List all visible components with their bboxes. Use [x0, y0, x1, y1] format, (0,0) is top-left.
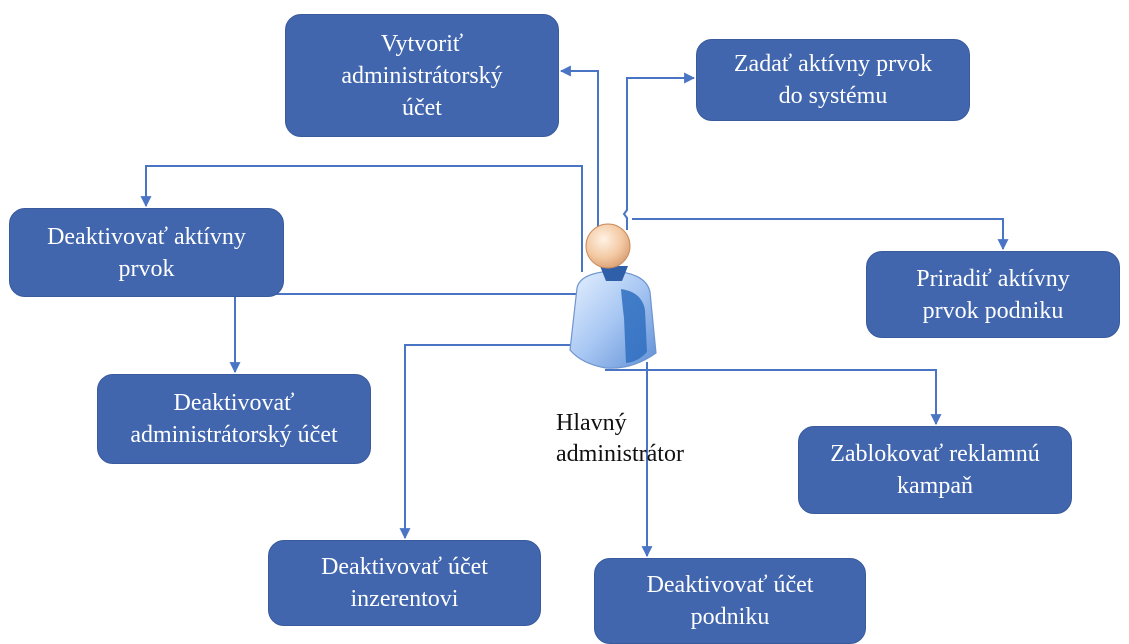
create-admin-account-label: Vytvoriť administrátorský účet	[341, 30, 503, 121]
deactivate-advertiser-account-box: Deaktivovať účet inzerentovi	[268, 540, 541, 626]
deactivate-asset-label: Deaktivovať aktívny prvok	[47, 223, 246, 282]
assign-asset-label: Priradiť aktívny prvok podniku	[916, 265, 1070, 324]
deactivate-advertiser-account-label: Deaktivovať účet inzerentovi	[321, 554, 488, 612]
connector-deactivate-admin	[229, 293, 578, 374]
connector-block-campaign	[605, 369, 942, 426]
user-icon	[569, 223, 657, 369]
connector-create-admin	[559, 65, 599, 230]
connector-assign-asset	[632, 218, 1009, 251]
connector-deactivate-advertiser	[399, 344, 590, 540]
actor-label-text: Hlavný administrátor	[556, 410, 684, 467]
create-admin-account-box: Vytvoriť administrátorský účet	[285, 14, 559, 137]
deactivate-admin-account-label: Deaktivovať administrátorský účet	[130, 390, 338, 448]
enter-asset-label: Zadať aktívny prvok do systému	[733, 51, 933, 109]
deactivate-admin-account-box: Deaktivovať administrátorský účet	[97, 374, 371, 464]
deactivate-business-account-box: Deaktivovať účet podniku	[594, 558, 866, 644]
block-campaign-box: Zablokovať reklamnú kampaň	[798, 426, 1072, 514]
enter-asset-box: Zadať aktívny prvok do systému	[696, 39, 970, 121]
assign-asset-box: Priradiť aktívny prvok podniku	[866, 251, 1120, 338]
deactivate-business-account-label: Deaktivovať účet podniku	[646, 572, 814, 630]
connector-deactivate-asset	[140, 165, 583, 272]
block-campaign-label: Zablokovať reklamnú kampaň	[830, 441, 1040, 499]
deactivate-asset-box: Deaktivovať aktívny prvok	[9, 208, 284, 297]
actor-label: Hlavný administrátor	[556, 408, 706, 470]
connector-enter-asset	[622, 72, 696, 230]
